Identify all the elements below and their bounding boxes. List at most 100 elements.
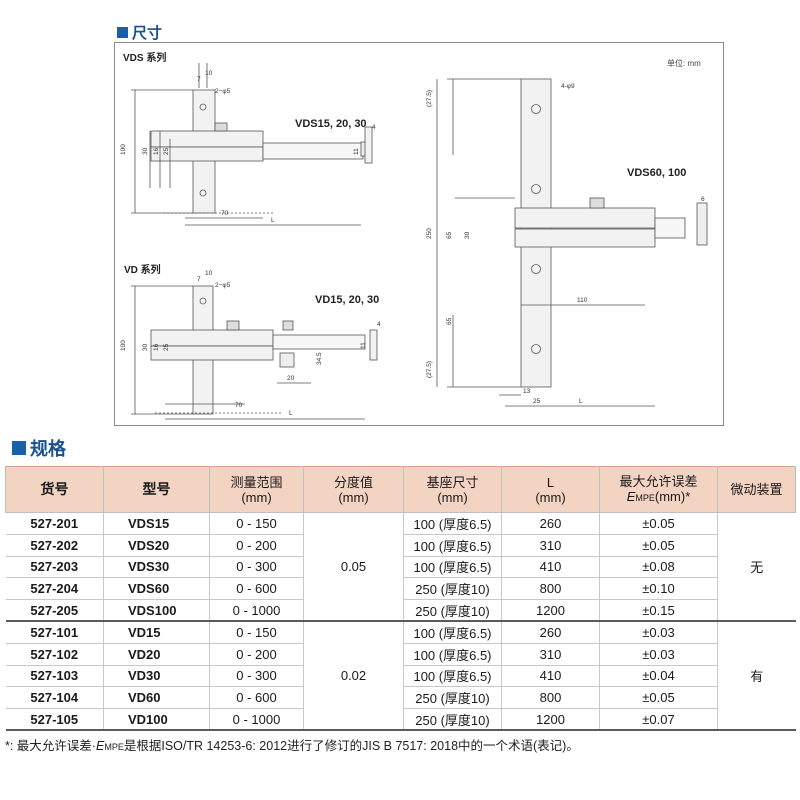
table-row: 527-102 VD20 0 - 200 100 (厚度6.5) 310 ±0.… xyxy=(5,643,796,666)
table-row: 527-104 VD60 0 - 600 250 (厚度10) 800 ±0.0… xyxy=(5,686,796,710)
dimension-drawing-svg: VDS 系列 VD 系列 单位: mm VDS15, 20, 30 VD15, … xyxy=(120,51,708,420)
cell-base: 100 (厚度6.5) xyxy=(403,534,502,557)
footnote-text: 是根据ISO/TR 14253-6: 2012进行了修订的JIS B 7517:… xyxy=(123,739,579,753)
specifications-heading: 规格 xyxy=(12,435,66,461)
dimensions-title: 尺寸 xyxy=(132,25,163,42)
dim-7: 7 xyxy=(197,76,201,83)
vd-small-label: VD15, 20, 30 xyxy=(315,294,379,306)
vds-large-label: VDS60, 100 xyxy=(627,167,686,179)
specifications-title: 规格 xyxy=(30,439,66,459)
dimension-drawing: VDS 系列 VD 系列 单位: mm VDS15, 20, 30 VD15, … xyxy=(114,42,724,426)
cell-mpe: ±0.05 xyxy=(599,534,718,557)
cell-model: VD100 xyxy=(103,708,210,732)
header-order-no: 货号 xyxy=(5,466,104,513)
cell-length: 1200 xyxy=(501,708,600,732)
cell-mpe: ±0.07 xyxy=(599,708,718,732)
lg-dim-250: 250 xyxy=(426,228,433,239)
cell-mpe: ±0.15 xyxy=(599,599,718,623)
cell-fine-adjust: 无 xyxy=(717,512,796,623)
dim-100: 100 xyxy=(120,144,127,155)
cell-order-no: 527-105 xyxy=(5,708,104,732)
cell-mpe: ±0.03 xyxy=(599,643,718,666)
vd-dim-16: 16 xyxy=(153,343,160,351)
vd-dim-70: 70 xyxy=(235,402,243,409)
vd-dim-345: 34.5 xyxy=(316,352,323,365)
cell-base: 100 (厚度6.5) xyxy=(403,665,502,688)
cell-mpe: ±0.03 xyxy=(599,621,718,644)
table-row: 527-101 VD15 0 - 150 0.02 100 (厚度6.5) 26… xyxy=(5,621,796,732)
dim-70: 70 xyxy=(221,210,229,217)
cell-range: 0 - 600 xyxy=(209,577,304,601)
dim-l: L xyxy=(271,217,275,224)
cell-graduation: 0.02 xyxy=(303,621,404,732)
lg-dim-65-top: 65 xyxy=(446,231,453,239)
lg-dim-110: 110 xyxy=(577,297,588,304)
cell-order-no: 527-205 xyxy=(5,599,104,623)
cell-base: 100 (厚度6.5) xyxy=(403,621,502,644)
cell-base: 250 (厚度10) xyxy=(403,686,502,710)
table-header-row: 货号 型号 测量范围(mm) 分度值(mm) 基座尺寸(mm) L(mm) 最大… xyxy=(5,466,796,513)
dim-16: 16 xyxy=(153,147,160,155)
lg-dim-4phi9: 4-φ9 xyxy=(561,83,575,90)
table-row: 527-201 VDS15 0 - 150 0.05 100 (厚度6.5) 2… xyxy=(5,512,796,623)
footnote-prefix: *: 最大允许误差· xyxy=(5,739,96,753)
footnote: *: 最大允许误差·EMPE是根据ISO/TR 14253-6: 2012进行了… xyxy=(5,735,579,754)
vd-dim-10: 10 xyxy=(205,270,213,277)
cell-order-no: 527-202 xyxy=(5,534,104,557)
vds-series-label: VDS 系列 xyxy=(123,51,166,64)
cell-model: VDS15 xyxy=(103,512,210,535)
cell-mpe: ±0.05 xyxy=(599,686,718,710)
cell-range: 0 - 1000 xyxy=(209,599,304,623)
lg-dim-30: 30 xyxy=(464,231,471,239)
footnote-sub: MPE xyxy=(104,742,124,752)
cell-length: 260 xyxy=(501,512,600,535)
dim-10: 10 xyxy=(205,70,213,77)
cell-length: 1200 xyxy=(501,599,600,623)
cell-model: VDS60 xyxy=(103,577,210,601)
cell-order-no: 527-103 xyxy=(5,665,104,688)
unit-label: 单位: mm xyxy=(667,58,701,68)
table-row: 527-103 VD30 0 - 300 100 (厚度6.5) 410 ±0.… xyxy=(5,665,796,688)
cell-length: 260 xyxy=(501,621,600,644)
cell-mpe: ±0.04 xyxy=(599,665,718,688)
cell-range: 0 - 600 xyxy=(209,686,304,710)
cell-range: 0 - 150 xyxy=(209,512,304,535)
cell-order-no: 527-201 xyxy=(5,512,104,535)
table-row: 527-204 VDS60 0 - 600 250 (厚度10) 800 ±0.… xyxy=(5,577,796,601)
lg-dim-l: L xyxy=(579,398,583,405)
cell-base: 250 (厚度10) xyxy=(403,599,502,623)
header-fine-adjust: 微动装置 xyxy=(717,466,796,513)
cell-length: 410 xyxy=(501,556,600,579)
cell-model: VDS20 xyxy=(103,534,210,557)
vd-dim-2phi5: 2−φ5 xyxy=(215,282,231,289)
vd-dim-4: 4 xyxy=(377,321,381,328)
lg-dim-25: 25 xyxy=(533,398,541,405)
cell-range: 0 - 1000 xyxy=(209,708,304,732)
cell-range: 0 - 200 xyxy=(209,534,304,557)
header-range: 测量范围(mm) xyxy=(209,466,304,513)
cell-order-no: 527-204 xyxy=(5,577,104,601)
cell-model: VD60 xyxy=(103,686,210,710)
cell-base: 100 (厚度6.5) xyxy=(403,556,502,579)
table-row: 527-105 VD100 0 - 1000 250 (厚度10) 1200 ±… xyxy=(5,708,796,732)
vd-dim-25: 25 xyxy=(163,343,170,351)
dim-11: 11 xyxy=(353,148,360,155)
table-row: 527-205 VDS100 0 - 1000 250 (厚度10) 1200 … xyxy=(5,599,796,623)
dim-30: 30 xyxy=(142,147,149,155)
header-graduation: 分度值(mm) xyxy=(303,466,404,513)
cell-order-no: 527-102 xyxy=(5,643,104,666)
header-length: L(mm) xyxy=(501,466,600,513)
cell-length: 800 xyxy=(501,686,600,710)
cell-model: VD30 xyxy=(103,665,210,688)
dim-2phi5: 2−φ5 xyxy=(215,88,231,95)
cell-range: 0 - 150 xyxy=(209,621,304,644)
specifications-table: 货号 型号 测量范围(mm) 分度值(mm) 基座尺寸(mm) L(mm) 最大… xyxy=(5,466,796,732)
cell-length: 310 xyxy=(501,534,600,557)
cell-model: VD15 xyxy=(103,621,210,644)
table-row: 527-203 VDS30 0 - 300 100 (厚度6.5) 410 ±0… xyxy=(5,556,796,579)
cell-fine-adjust: 有 xyxy=(717,621,796,732)
square-bullet-icon xyxy=(117,27,128,38)
cell-mpe: ±0.05 xyxy=(599,512,718,535)
vds-large-gauge: (27.5) 250 65 30 65 (27.5) 4-φ9 6 110 13… xyxy=(426,78,708,407)
cell-range: 0 - 300 xyxy=(209,665,304,688)
